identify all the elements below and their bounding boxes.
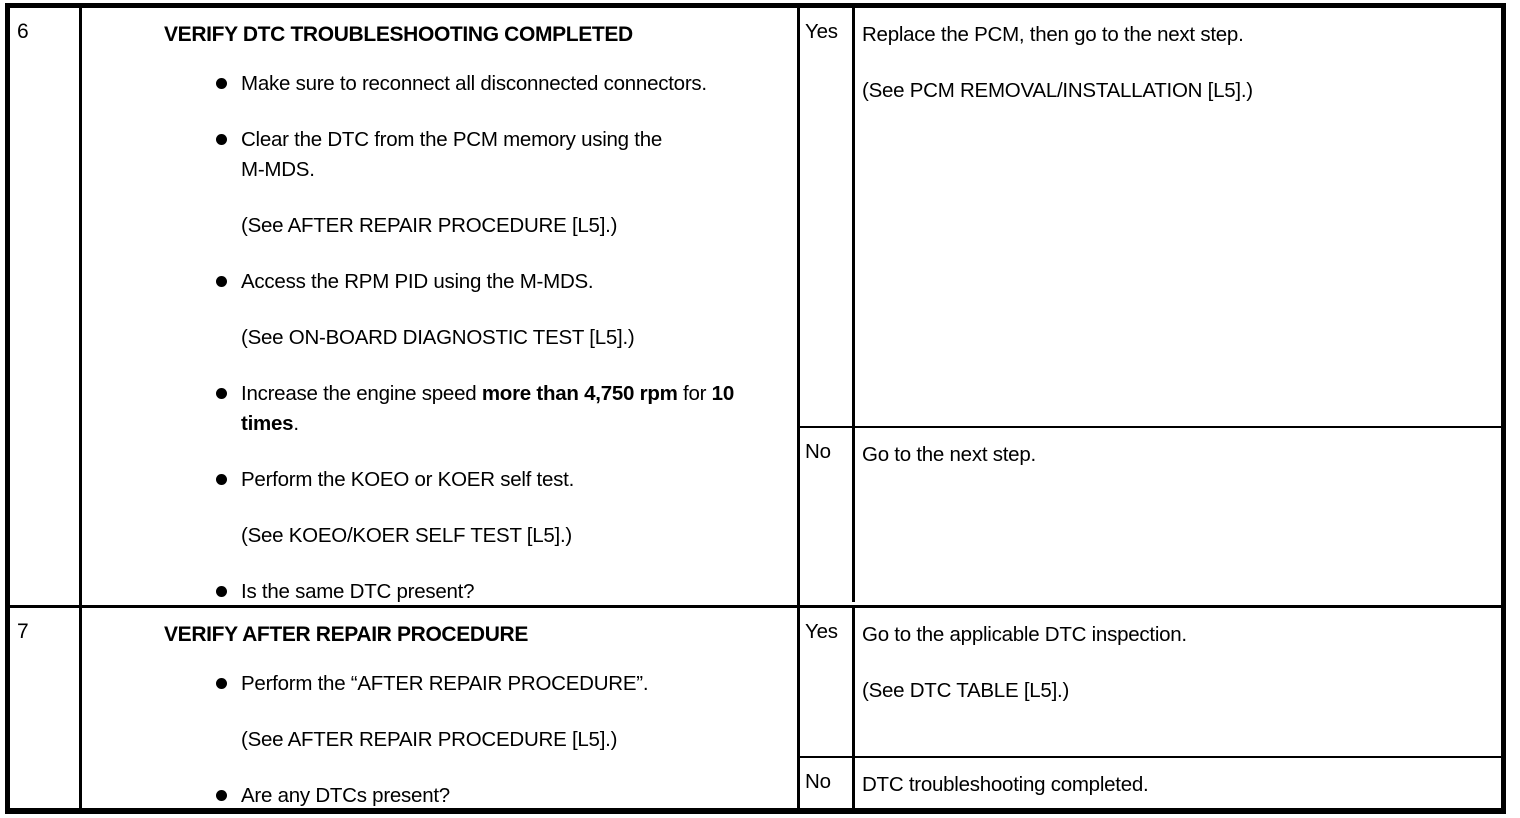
note-item: (See ON-BOARD DIAGNOSTIC TEST [L5].)	[164, 323, 793, 353]
answer-text-cell: Replace the PCM, then go to the next ste…	[855, 8, 1501, 426]
step-instruction-list: Perform the “AFTER REPAIR PROCEDURE”. (S…	[164, 669, 793, 811]
answer-label: No	[805, 770, 831, 793]
answer-line: Go to the next step.	[862, 443, 1036, 466]
list-item-text: Perform the “AFTER REPAIR PROCEDURE”.	[241, 672, 649, 695]
list-item: Increase the engine speed more than 4,75…	[164, 379, 793, 439]
answer-row-yes: Yes Replace the PCM, then go to the next…	[800, 8, 1501, 426]
answer-reference-line: (See DTC TABLE [L5].)	[862, 679, 1070, 702]
answer-label: Yes	[805, 20, 838, 43]
step-number-cell: 7	[10, 608, 82, 808]
answer-label: No	[805, 440, 831, 463]
list-item-text: Perform the KOEO or KOER self test.	[241, 468, 575, 491]
list-item-line: Clear the DTC from the PCM memory using …	[241, 128, 663, 151]
step-instruction-list: Make sure to reconnect all disconnected …	[164, 69, 793, 607]
note-text: (See AFTER REPAIR PROCEDURE [L5].)	[241, 728, 618, 751]
bullet-icon	[216, 678, 227, 689]
answer-row-no: No DTC troubleshooting completed.	[800, 756, 1501, 808]
list-item-text: Access the RPM PID using the M-MDS.	[241, 270, 594, 293]
list-item-text: Are any DTCs present?	[241, 784, 450, 807]
bullet-icon	[216, 388, 227, 399]
step-inspection-cell: VERIFY AFTER REPAIR PROCEDURE Perform th…	[82, 608, 800, 808]
note-item: (See KOEO/KOER SELF TEST [L5].)	[164, 521, 793, 551]
answer-label-cell: No	[800, 428, 855, 602]
list-item: Are any DTCs present?	[164, 781, 793, 811]
bullet-icon	[216, 474, 227, 485]
step-title: VERIFY DTC TROUBLESHOOTING COMPLETED	[164, 23, 633, 46]
list-item: Make sure to reconnect all disconnected …	[164, 69, 793, 99]
answer-label-cell: No	[800, 758, 855, 808]
list-item-line: M-MDS.	[241, 158, 315, 181]
bullet-icon	[216, 586, 227, 597]
table-rows: 6 VERIFY DTC TROUBLESHOOTING COMPLETED M…	[10, 8, 1501, 808]
note-text: (See AFTER REPAIR PROCEDURE [L5].)	[241, 214, 618, 237]
table-row: 6 VERIFY DTC TROUBLESHOOTING COMPLETED M…	[10, 8, 1501, 605]
answer-label-cell: Yes	[800, 608, 855, 756]
list-item: Perform the KOEO or KOER self test.	[164, 465, 793, 495]
answer-label-cell: Yes	[800, 8, 855, 426]
step-number: 6	[17, 20, 29, 43]
answer-row-yes: Yes Go to the applicable DTC inspection.…	[800, 608, 1501, 756]
note-text: (See KOEO/KOER SELF TEST [L5].)	[241, 524, 573, 547]
step-inspection-cell: VERIFY DTC TROUBLESHOOTING COMPLETED Mak…	[82, 8, 800, 605]
troubleshooting-table: 6 VERIFY DTC TROUBLESHOOTING COMPLETED M…	[5, 3, 1506, 814]
step-number: 7	[17, 620, 29, 643]
bullet-icon	[216, 78, 227, 89]
bullet-icon	[216, 790, 227, 801]
answer-row-no: No Go to the next step.	[800, 426, 1501, 602]
note-item: (See AFTER REPAIR PROCEDURE [L5].)	[164, 211, 793, 241]
bullet-icon	[216, 134, 227, 145]
answer-line: Go to the applicable DTC inspection.	[862, 623, 1187, 646]
table-row: 7 VERIFY AFTER REPAIR PROCEDURE Perform …	[10, 605, 1501, 808]
bullet-icon	[216, 276, 227, 287]
answer-line: DTC troubleshooting completed.	[862, 773, 1149, 796]
list-item-text: Increase the engine speed more than 4,75…	[241, 382, 734, 435]
step-action-cell: Yes Replace the PCM, then go to the next…	[800, 8, 1501, 605]
list-item-text: Make sure to reconnect all disconnected …	[241, 72, 707, 95]
answer-text-cell: Go to the applicable DTC inspection. (Se…	[855, 608, 1501, 756]
answer-label: Yes	[805, 620, 838, 643]
answer-line: Replace the PCM, then go to the next ste…	[862, 23, 1244, 46]
list-item: Perform the “AFTER REPAIR PROCEDURE”.	[164, 669, 793, 699]
note-item: (See AFTER REPAIR PROCEDURE [L5].)	[164, 725, 793, 755]
answer-text-cell: Go to the next step.	[855, 428, 1501, 602]
step-action-cell: Yes Go to the applicable DTC inspection.…	[800, 608, 1501, 808]
list-item: Is the same DTC present?	[164, 577, 793, 607]
answer-text-cell: DTC troubleshooting completed.	[855, 758, 1501, 808]
list-item: Clear the DTC from the PCM memory using …	[164, 125, 793, 185]
list-item-text: Is the same DTC present?	[241, 580, 475, 603]
note-text: (See ON-BOARD DIAGNOSTIC TEST [L5].)	[241, 326, 635, 349]
answer-reference-line: (See PCM REMOVAL/INSTALLATION [L5].)	[862, 79, 1253, 102]
step-title: VERIFY AFTER REPAIR PROCEDURE	[164, 623, 529, 646]
step-number-cell: 6	[10, 8, 82, 605]
list-item: Access the RPM PID using the M-MDS.	[164, 267, 793, 297]
list-item-text: Clear the DTC from the PCM memory using …	[241, 125, 793, 185]
